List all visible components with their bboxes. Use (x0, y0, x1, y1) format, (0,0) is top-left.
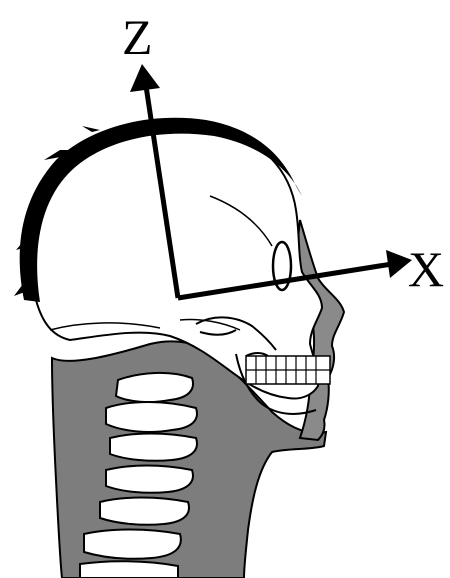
vertebra (80, 561, 178, 578)
vertebra (106, 402, 197, 432)
vertebra (106, 466, 193, 493)
vertebra (116, 373, 193, 402)
x-axis-label: X (408, 244, 444, 294)
z-axis-arrowhead (130, 64, 160, 92)
z-axis-label: Z (122, 12, 153, 62)
vertebra (84, 530, 181, 559)
vertebra (110, 434, 197, 461)
vertebra (100, 498, 189, 525)
